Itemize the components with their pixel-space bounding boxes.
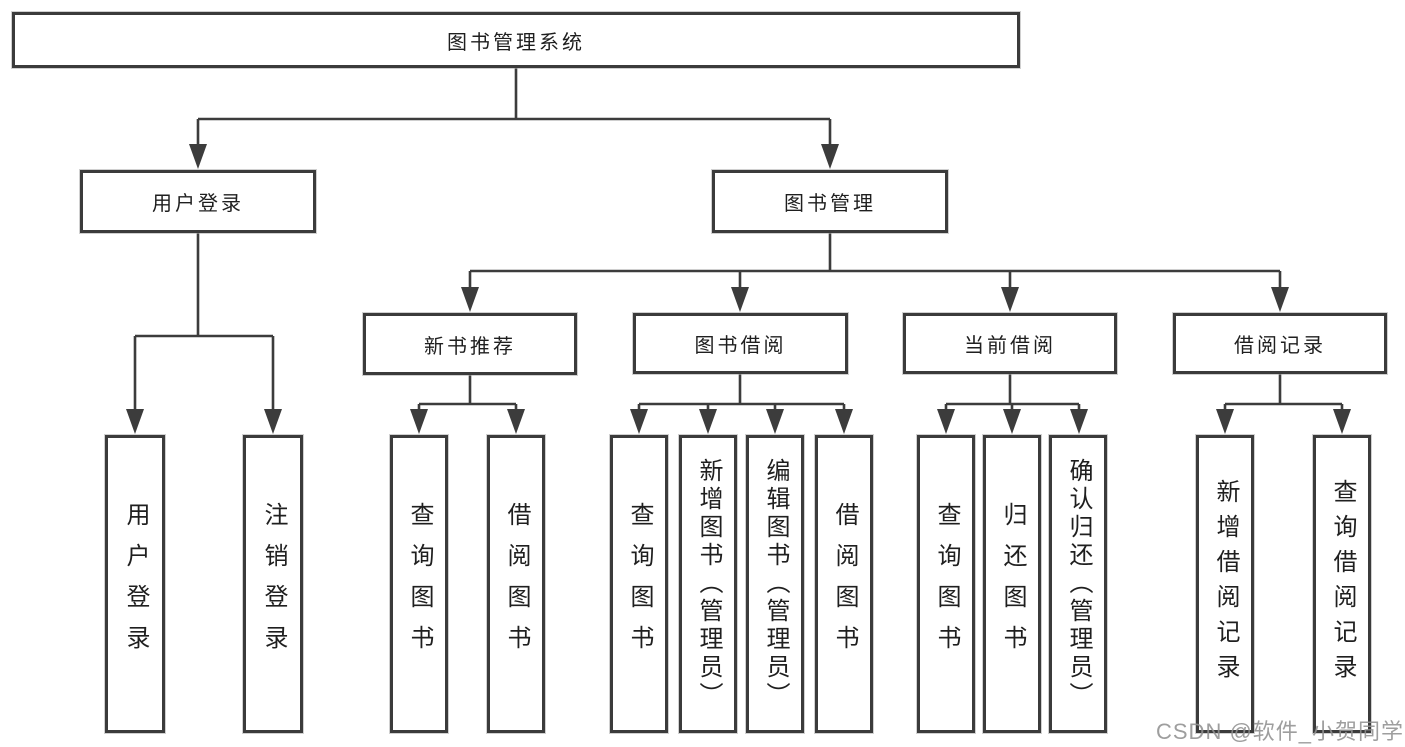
leaf-borrow-query-label: 查询图书 xyxy=(626,502,653,666)
node-book-management-label: 图书管理 xyxy=(784,193,876,215)
leaf-current-query: 查询图书 xyxy=(917,435,975,733)
leaf-borrow-edit-admin-label: 编辑图书（管理员） xyxy=(762,458,789,710)
leaf-records-add-label: 新增借阅记录 xyxy=(1212,479,1239,689)
leaf-current-confirm-admin: 确认归还（管理员） xyxy=(1049,435,1107,733)
node-current-borrow-label: 当前借阅 xyxy=(964,335,1056,357)
node-new-book-recommend-label: 新书推荐 xyxy=(424,335,516,358)
leaf-newbook-borrow-label: 借阅图书 xyxy=(503,502,530,666)
leaf-user-login-label: 用户登录 xyxy=(122,502,149,666)
leaf-current-query-label: 查询图书 xyxy=(933,502,960,666)
leaf-borrow-book-label: 借阅图书 xyxy=(831,502,858,666)
node-borrow-records-label: 借阅记录 xyxy=(1234,335,1326,357)
leaf-user-login: 用户登录 xyxy=(105,435,165,733)
node-current-borrow: 当前借阅 xyxy=(903,313,1117,374)
node-root-system: 图书管理系统 xyxy=(12,12,1020,68)
node-user-login: 用户登录 xyxy=(80,170,316,233)
leaf-current-return-label: 归还图书 xyxy=(999,502,1026,666)
leaf-current-return: 归还图书 xyxy=(983,435,1041,733)
leaf-borrow-query: 查询图书 xyxy=(610,435,668,733)
node-book-management: 图书管理 xyxy=(712,170,948,233)
leaf-logout-label: 注销登录 xyxy=(260,502,287,666)
leaf-borrow-book: 借阅图书 xyxy=(815,435,873,733)
leaf-newbook-query-label: 查询图书 xyxy=(406,502,433,666)
leaf-current-confirm-admin-label: 确认归还（管理员） xyxy=(1065,458,1092,710)
leaf-newbook-query: 查询图书 xyxy=(390,435,448,733)
leaf-borrow-add-admin-label: 新增图书（管理员） xyxy=(695,458,722,710)
leaf-newbook-borrow: 借阅图书 xyxy=(487,435,545,733)
node-root-label: 图书管理系统 xyxy=(447,31,585,54)
node-user-login-label: 用户登录 xyxy=(152,193,244,215)
node-book-borrow-label: 图书借阅 xyxy=(694,335,787,357)
arrowheads xyxy=(126,144,1351,434)
node-borrow-records: 借阅记录 xyxy=(1173,313,1387,374)
leaf-records-add: 新增借阅记录 xyxy=(1196,435,1254,733)
leaf-logout: 注销登录 xyxy=(243,435,303,733)
node-book-borrow: 图书借阅 xyxy=(633,313,848,374)
node-new-book-recommend: 新书推荐 xyxy=(363,313,577,375)
leaf-borrow-edit-admin: 编辑图书（管理员） xyxy=(746,435,804,733)
leaf-records-query: 查询借阅记录 xyxy=(1313,435,1371,733)
csdn-watermark: CSDN @软件_小贺同学 xyxy=(1156,719,1405,744)
leaf-records-query-label: 查询借阅记录 xyxy=(1329,479,1356,689)
leaf-borrow-add-admin: 新增图书（管理员） xyxy=(679,435,737,733)
